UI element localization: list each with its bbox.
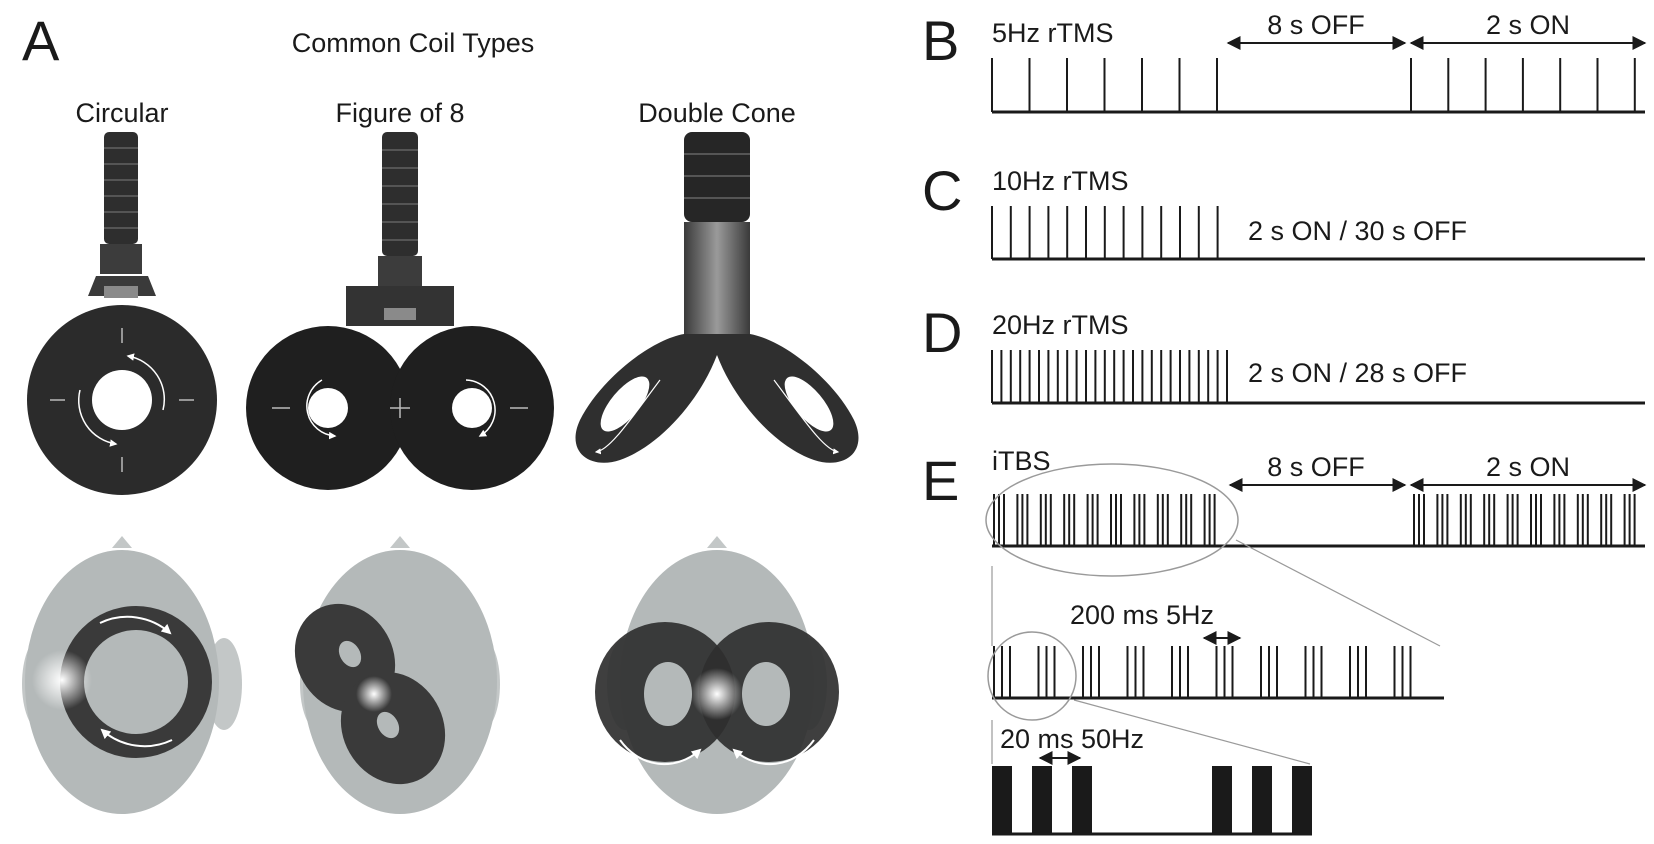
panel-c-letter: C: [922, 159, 962, 222]
panel-a-letter: A: [22, 9, 60, 72]
panel-e-protocol-label: iTBS: [992, 446, 1051, 476]
head-figure8: [294, 536, 500, 814]
panel-d-timing-label: 2 s ON / 28 s OFF: [1248, 358, 1467, 388]
panel-e-letter: E: [922, 449, 959, 512]
panel-e-off-label: 8 s OFF: [1267, 452, 1365, 482]
panel-c-timing-label: 2 s ON / 30 s OFF: [1248, 216, 1467, 246]
panel-a-title: Common Coil Types: [292, 28, 535, 58]
coil-label-double-cone: Double Cone: [638, 98, 796, 128]
zoom-guide-right-2: [1073, 699, 1311, 765]
panel-b: B 5Hz rTMS 8 s OFF 2 s ON: [922, 9, 1647, 114]
panel-a: A Common Coil Types Circular Figure of 8…: [22, 9, 859, 814]
pulse: [1032, 766, 1052, 834]
zoom-ellipse-2: [987, 631, 1077, 721]
panel-c-protocol-label: 10Hz rTMS: [992, 166, 1129, 196]
zoom-guide-right-1: [1235, 539, 1441, 647]
panel-d-protocol-label: 20Hz rTMS: [992, 310, 1129, 340]
panel-e-on-label: 2 s ON: [1486, 452, 1570, 482]
panel-e: E iTBS 8 s OFF 2 s ON 200 ms 5Hz 20 ms 5…: [922, 446, 1647, 836]
pulse: [1252, 766, 1272, 834]
panel-c-pulse-train: [991, 206, 1219, 259]
pulse: [1292, 766, 1312, 834]
zoom1-pulse-train: [993, 646, 1412, 698]
zoom-ellipse-1: [985, 463, 1239, 577]
panel-d: D 20Hz rTMS 2 s ON / 28 s OFF: [922, 301, 1645, 405]
coil-label-figure8: Figure of 8: [335, 98, 464, 128]
pulse: [992, 766, 1012, 834]
panel-b-letter: B: [922, 9, 959, 72]
head-double-cone: [595, 536, 839, 814]
head-circular: [22, 536, 242, 814]
panel-d-pulse-train: [991, 350, 1228, 403]
panel-b-pulse-train: [991, 58, 1636, 112]
zoom2-label: 20 ms 50Hz: [1000, 724, 1144, 754]
panel-b-on-label: 2 s ON: [1486, 10, 1570, 40]
pulse: [1212, 766, 1232, 834]
coil-label-circular: Circular: [75, 98, 168, 128]
circular-coil-illustration: [27, 132, 217, 495]
figure8-coil-illustration: [246, 132, 554, 490]
pulse: [1072, 766, 1092, 834]
zoom2-pulse-train: [992, 766, 1312, 834]
panel-b-protocol-label: 5Hz rTMS: [992, 18, 1114, 48]
panel-b-off-label: 8 s OFF: [1267, 10, 1365, 40]
panel-d-letter: D: [922, 301, 962, 364]
panel-e-pulse-train: [993, 494, 1636, 546]
panel-c: C 10Hz rTMS 2 s ON / 30 s OFF: [922, 159, 1645, 261]
zoom1-label: 200 ms 5Hz: [1070, 600, 1214, 630]
double-cone-coil-illustration: [575, 132, 859, 463]
